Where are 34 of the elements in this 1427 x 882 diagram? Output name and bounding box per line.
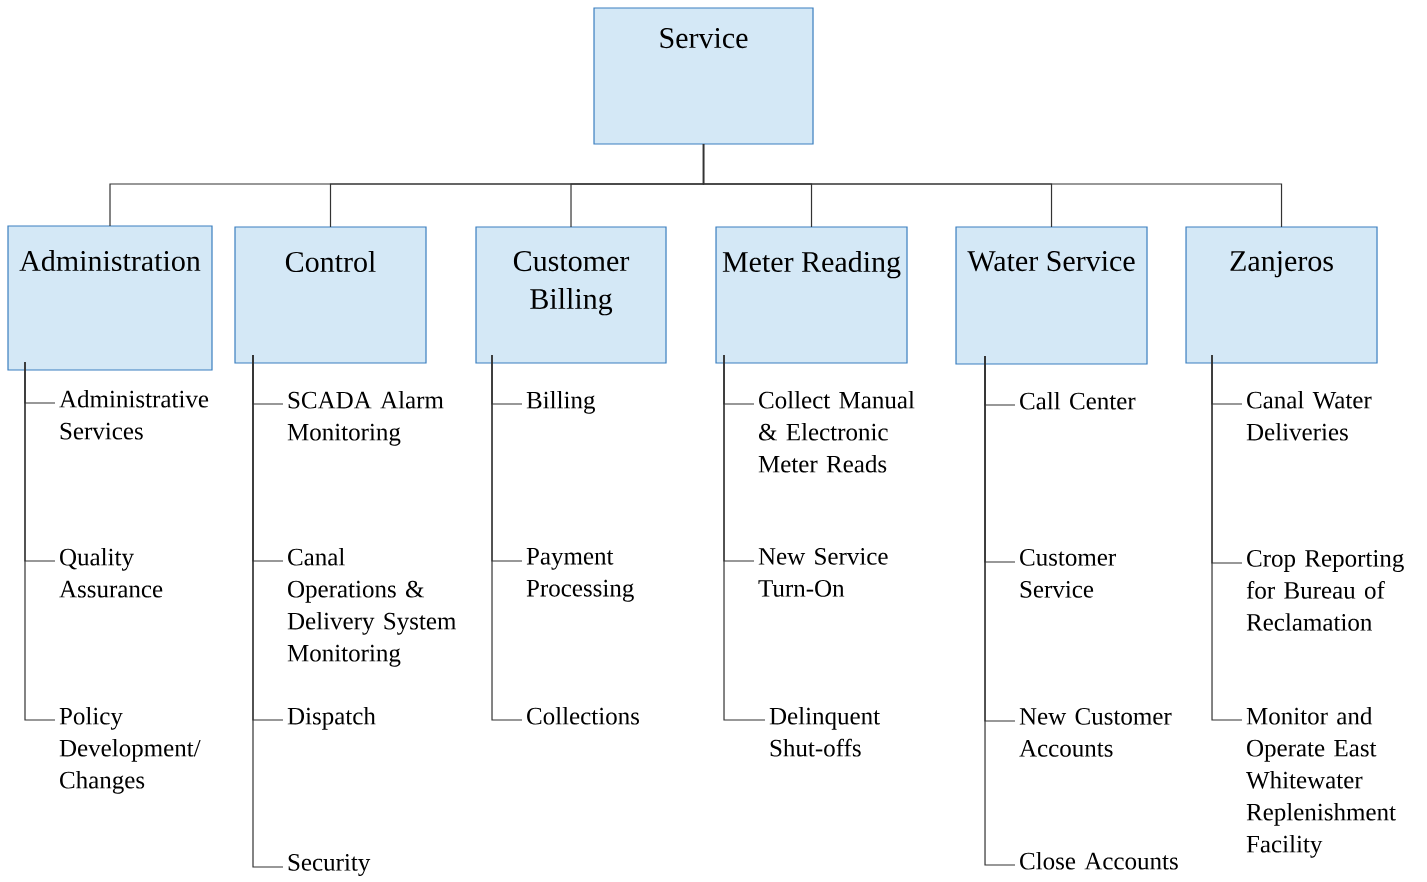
- connector-line: [984, 355, 1016, 866]
- task-text: Monitor and Operate East Whitewater Replenishment Facility: [1246, 707, 1396, 858]
- task-text: Crop Reporting for Bureau of Reclamation: [1246, 550, 1404, 631]
- connector-line: [702, 143, 1283, 228]
- task-text: Canal Water Deliveries: [1246, 391, 1372, 441]
- connector-line: [723, 354, 766, 721]
- task-text: New Customer Accounts: [1019, 708, 1172, 757]
- connector-line: [252, 354, 284, 868]
- org-unit-box: Water Service: [955, 226, 1148, 365]
- org-unit-box: Service: [593, 7, 814, 145]
- task-text: Quality Assurance: [59, 548, 163, 598]
- task-text: Security: [288, 854, 371, 876]
- task-text: Policy Development/ Changes: [59, 707, 201, 794]
- task-text: SCADA Alarm Monitoring: [287, 391, 444, 446]
- org-unit-box: Zanjeros: [1185, 226, 1378, 364]
- task-text: Payment Processing: [526, 548, 634, 602]
- connector-line: [24, 361, 56, 721]
- task-text: Delinquent Shut-offs: [769, 707, 880, 757]
- task-text: Billing: [526, 391, 595, 414]
- task-text: Dispatch: [287, 707, 376, 730]
- task-text: Administrative Services: [59, 390, 209, 440]
- connector-line: [491, 354, 523, 721]
- task-text: Collections: [527, 707, 639, 725]
- task-text: Call Center: [1020, 392, 1136, 410]
- org-unit-box: Administration: [7, 225, 213, 371]
- task-text: Close Accounts: [1020, 852, 1178, 870]
- task-text: Canal Operations & Delivery System Monitoring: [287, 548, 456, 667]
- task-text: New Service Turn-On: [758, 548, 888, 597]
- task-text: Collect Manual & Electronic Meter Reads: [758, 391, 915, 473]
- org-unit-box: Meter Reading: [715, 226, 908, 364]
- task-text: Customer Service: [1020, 549, 1116, 598]
- org-unit-box: Customer Billing: [475, 226, 667, 364]
- connector-line: [1211, 354, 1243, 721]
- org-unit-box: Control: [234, 226, 427, 364]
